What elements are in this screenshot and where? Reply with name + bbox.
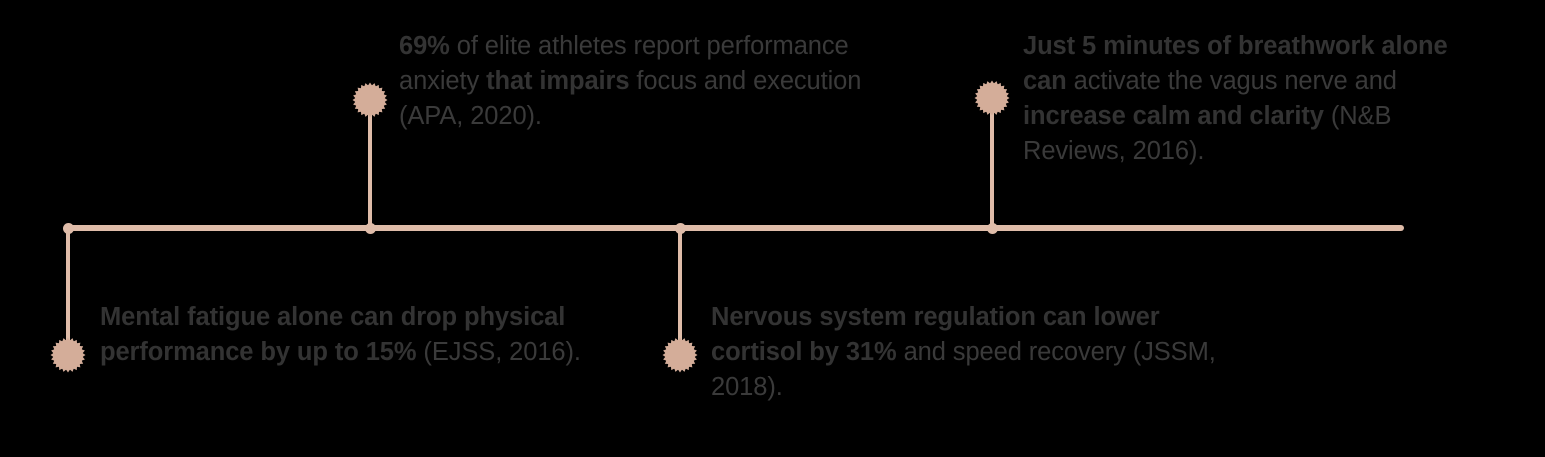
callout-segment-regular: activate the vagus nerve and xyxy=(1073,67,1397,95)
callout-segment-bold: Nervous system regulation can lower cort… xyxy=(711,303,1160,366)
callout-segment-bold: Mental fatigue alone can drop physical p… xyxy=(100,303,566,366)
timeline-callout-1: Mental fatigue alone can drop physical p… xyxy=(100,300,600,370)
callout-segment-regular: (EJSS, 2016). xyxy=(423,338,581,366)
timeline-junction-dot xyxy=(364,222,376,234)
callout-segment-regular: (N&B Reviews, 2016). xyxy=(1023,102,1392,165)
timeline-node-marker-1[interactable] xyxy=(48,335,88,375)
timeline-axis xyxy=(68,225,1404,231)
timeline-stem xyxy=(990,98,994,231)
timeline-stem xyxy=(66,225,70,355)
timeline-stem xyxy=(368,100,372,231)
timeline-node-marker-4[interactable] xyxy=(972,78,1012,118)
callout-segment-bold: 69% xyxy=(399,32,457,60)
timeline-stem xyxy=(678,225,682,355)
timeline-junction-dot xyxy=(674,222,686,234)
timeline-callout-2: 69% of elite athletes report performance… xyxy=(399,29,929,134)
timeline-junction-dot xyxy=(62,222,74,234)
callout-segment-regular: focus and execution (APA, 2020). xyxy=(399,67,862,130)
timeline-junction-dot xyxy=(986,222,998,234)
timeline-node-marker-3[interactable] xyxy=(660,335,700,375)
callout-segment-regular: of elite athletes report performance anx… xyxy=(399,32,849,95)
callout-segment-bold: Just 5 minutes of breathwork alone can xyxy=(1023,32,1448,95)
callout-segment-regular: and speed recovery (JSSM, 2018). xyxy=(711,338,1216,401)
callout-segment-bold: that impairs xyxy=(486,67,637,95)
callout-segment-bold: increase calm and clarity xyxy=(1023,102,1331,130)
timeline-node-marker-2[interactable] xyxy=(350,80,390,120)
timeline-callout-4: Just 5 minutes of breathwork alone can a… xyxy=(1023,29,1488,169)
timeline-callout-3: Nervous system regulation can lower cort… xyxy=(711,300,1231,405)
